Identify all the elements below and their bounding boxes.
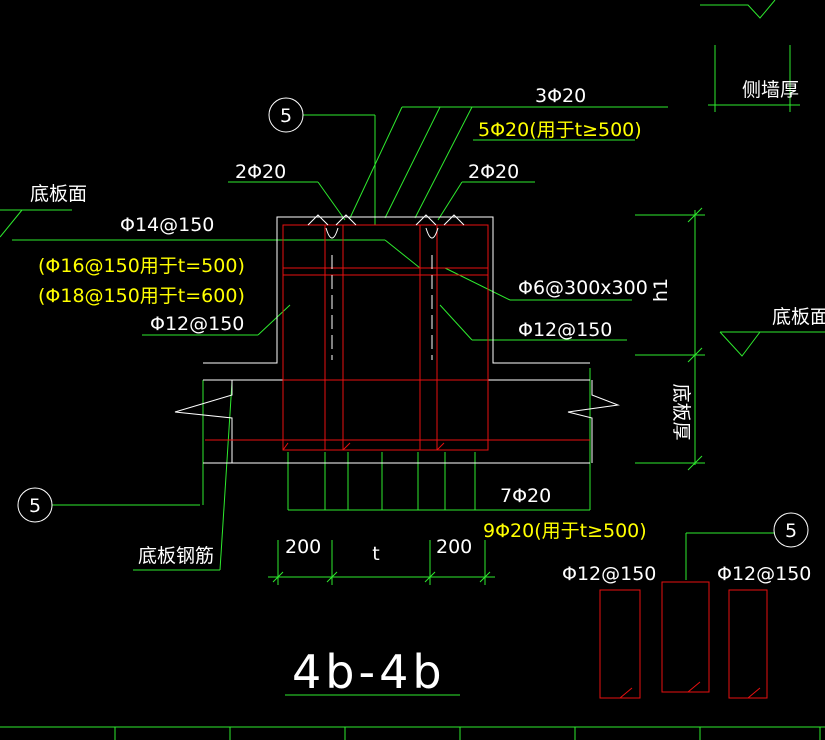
phi6-label: Φ6@300x300 bbox=[518, 277, 648, 299]
callout-5-right: 5 bbox=[785, 520, 797, 542]
phi18-label: (Φ18@150用于t=600) bbox=[38, 285, 245, 307]
section-title: 4b-4b bbox=[292, 645, 446, 699]
phi12-right-label: Φ12@150 bbox=[518, 319, 612, 341]
bottom-face-label-left: 底板面 bbox=[30, 183, 87, 205]
callout-circles bbox=[17, 97, 809, 548]
ties-phi12-left-label: Φ12@150 bbox=[562, 563, 656, 585]
callout-5-top: 5 bbox=[280, 105, 292, 127]
callout-5-left: 5 bbox=[29, 495, 41, 517]
bar-bottom-7-label: 7Φ20 bbox=[500, 485, 551, 507]
dim-200-right: 200 bbox=[436, 536, 472, 558]
rebar bbox=[205, 224, 768, 699]
phi14-label: Φ14@150 bbox=[120, 214, 214, 236]
phi12-left-label: Φ12@150 bbox=[150, 313, 244, 335]
slab-thickness-label: 底板厚 bbox=[670, 383, 692, 440]
dim-t: t bbox=[372, 543, 379, 565]
ties-phi12-right-label: Φ12@150 bbox=[717, 563, 811, 585]
h1-label: h1 bbox=[650, 278, 672, 302]
dim-200-left: 200 bbox=[285, 536, 321, 558]
slab-rebar-label: 底板钢筋 bbox=[138, 545, 214, 567]
phi16-label: (Φ16@150用于t=500) bbox=[38, 255, 245, 277]
side-wall-label: 侧墙厚 bbox=[742, 79, 799, 101]
bar-2-left-label: 2Φ20 bbox=[235, 161, 286, 183]
bar-bottom-9-label: 9Φ20(用于t≥500) bbox=[483, 520, 647, 542]
rebar-hooks bbox=[307, 214, 465, 360]
bar-2-right-label: 2Φ20 bbox=[468, 161, 519, 183]
bar-top-3-label: 3Φ20 bbox=[535, 85, 586, 107]
bar-top-5-label: 5Φ20(用于t≥500) bbox=[478, 119, 642, 141]
bottom-face-label-right: 底板面 bbox=[772, 306, 825, 328]
